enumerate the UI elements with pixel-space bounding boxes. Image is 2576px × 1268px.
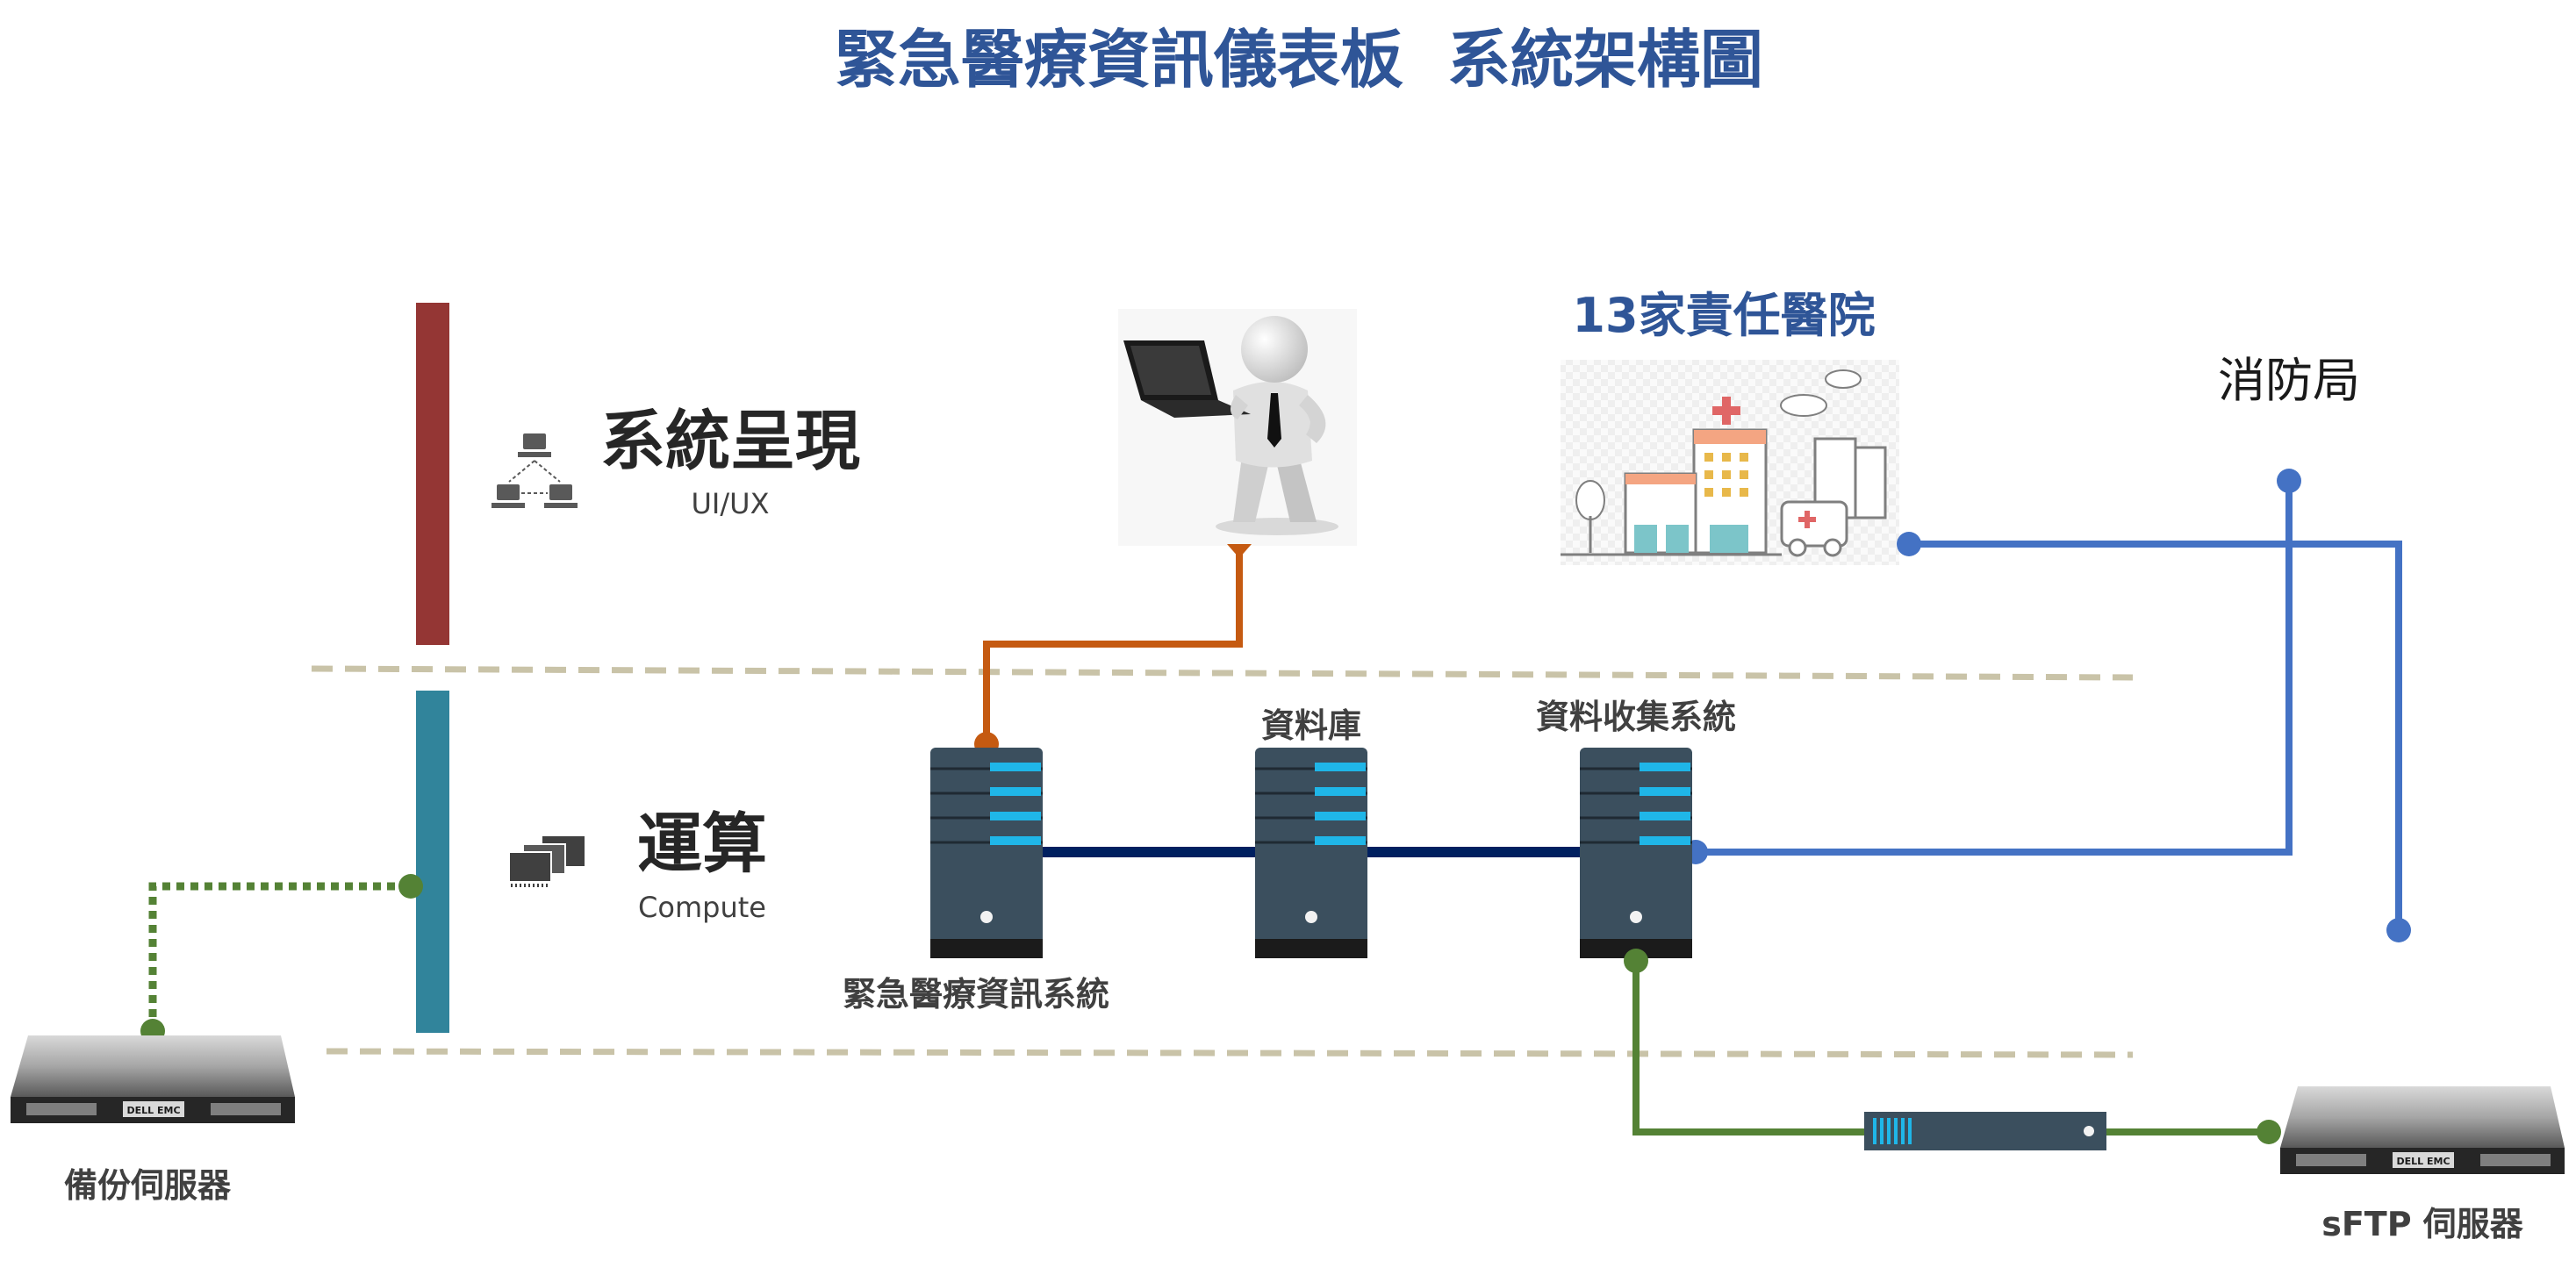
layer-divider-top [311, 665, 2134, 681]
backup-rack-server [11, 1035, 295, 1123]
page-title: 緊急醫療資訊儀表板 系統架構圖 [835, 23, 1763, 97]
database-label: 資料庫 [1261, 706, 1361, 745]
network-appliance-icon [1864, 1112, 2106, 1150]
fire-department-label: 消防局 [2218, 353, 2360, 408]
compute-layer-label: 運算 [637, 806, 767, 882]
emis-label: 緊急醫療資訊系統 [843, 975, 1109, 1014]
collector-server [1580, 748, 1692, 958]
hospital-connector-dot [1897, 532, 1921, 556]
blue-endpoint-dot [2386, 918, 2411, 942]
hospitals-label: 13家責任醫院 [1572, 288, 1875, 343]
compute-layer-sublabel: Compute [638, 891, 766, 924]
sftp-green-dot [2257, 1120, 2281, 1144]
fire-dept-connector-dot [2277, 469, 2301, 493]
green-link-sftp [1632, 961, 2269, 1135]
user-orange-connector [1227, 544, 1252, 558]
emis-server [930, 748, 1043, 958]
sftp-rack-server [2280, 1086, 2565, 1174]
sftp-server-brand: DELL EMC [2396, 1156, 2450, 1167]
hospital-ambulance-icon [1561, 360, 1899, 565]
user-with-laptop-icon [1118, 309, 1357, 546]
collector-label: 資料收集系統 [1536, 698, 1736, 736]
green-dotted-link-backup [148, 882, 411, 1031]
blue-links [1696, 481, 2402, 930]
backup-server-label: 備份伺服器 [64, 1166, 232, 1205]
processor-chips-icon [508, 836, 585, 887]
compute-layer-bar [416, 691, 449, 1033]
orange-link [983, 549, 1243, 744]
layer-divider-bottom [326, 1048, 2134, 1058]
presentation-layer-bar [416, 303, 449, 645]
sftp-server-label: sFTP 伺服器 [2321, 1205, 2524, 1243]
database-server [1255, 748, 1367, 958]
presentation-layer-sublabel: UI/UX [692, 487, 770, 520]
collector-green-dot [1624, 949, 1648, 973]
backup-server-brand: DELL EMC [126, 1105, 180, 1116]
compute-bar-green-dot [398, 874, 423, 899]
presentation-layer-label: 系統呈現 [600, 404, 860, 479]
network-computers-icon [492, 433, 578, 508]
